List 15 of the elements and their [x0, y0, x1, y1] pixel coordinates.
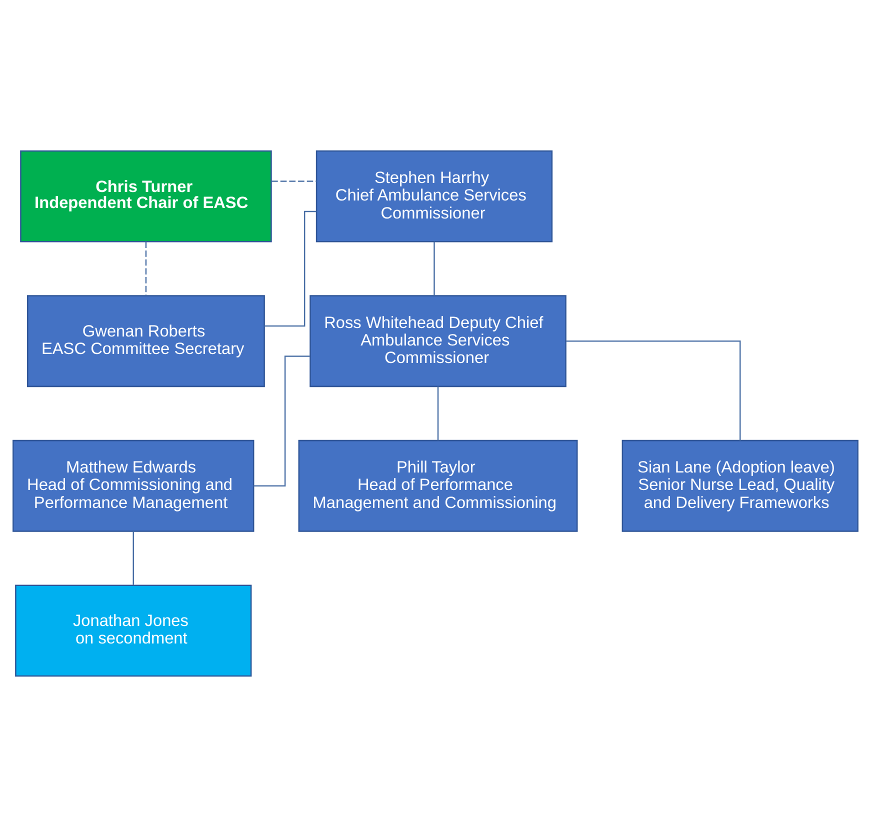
node-box: Jonathan Jones on secondment [15, 584, 252, 677]
connector [254, 356, 310, 486]
node-box: Matthew Edwards Head of Commissioning and Performance Management [12, 440, 254, 532]
connector [132, 531, 134, 585]
node-box: Gwenan Roberts EASC Committee Secretary [27, 295, 265, 388]
connector [566, 340, 741, 440]
connector [434, 242, 435, 296]
connector [437, 386, 439, 440]
connector [272, 180, 316, 182]
node-box: Phill Taylor Head of Performance Management and Commissioning [298, 440, 578, 532]
node-box: Ross Whitehead Deputy Chief Ambulance Services Commissioner [310, 295, 566, 388]
node-box: Chris Turner Independent Chair of EASC [20, 150, 272, 242]
node-box: Stephen Harrhy Chief Ambulance Services Commissioner [316, 150, 553, 242]
node-box: Sian Lane (Adoption leave) Senior Nurse Lead, Quality and Delivery Frameworks [622, 440, 858, 532]
connector [145, 242, 147, 296]
